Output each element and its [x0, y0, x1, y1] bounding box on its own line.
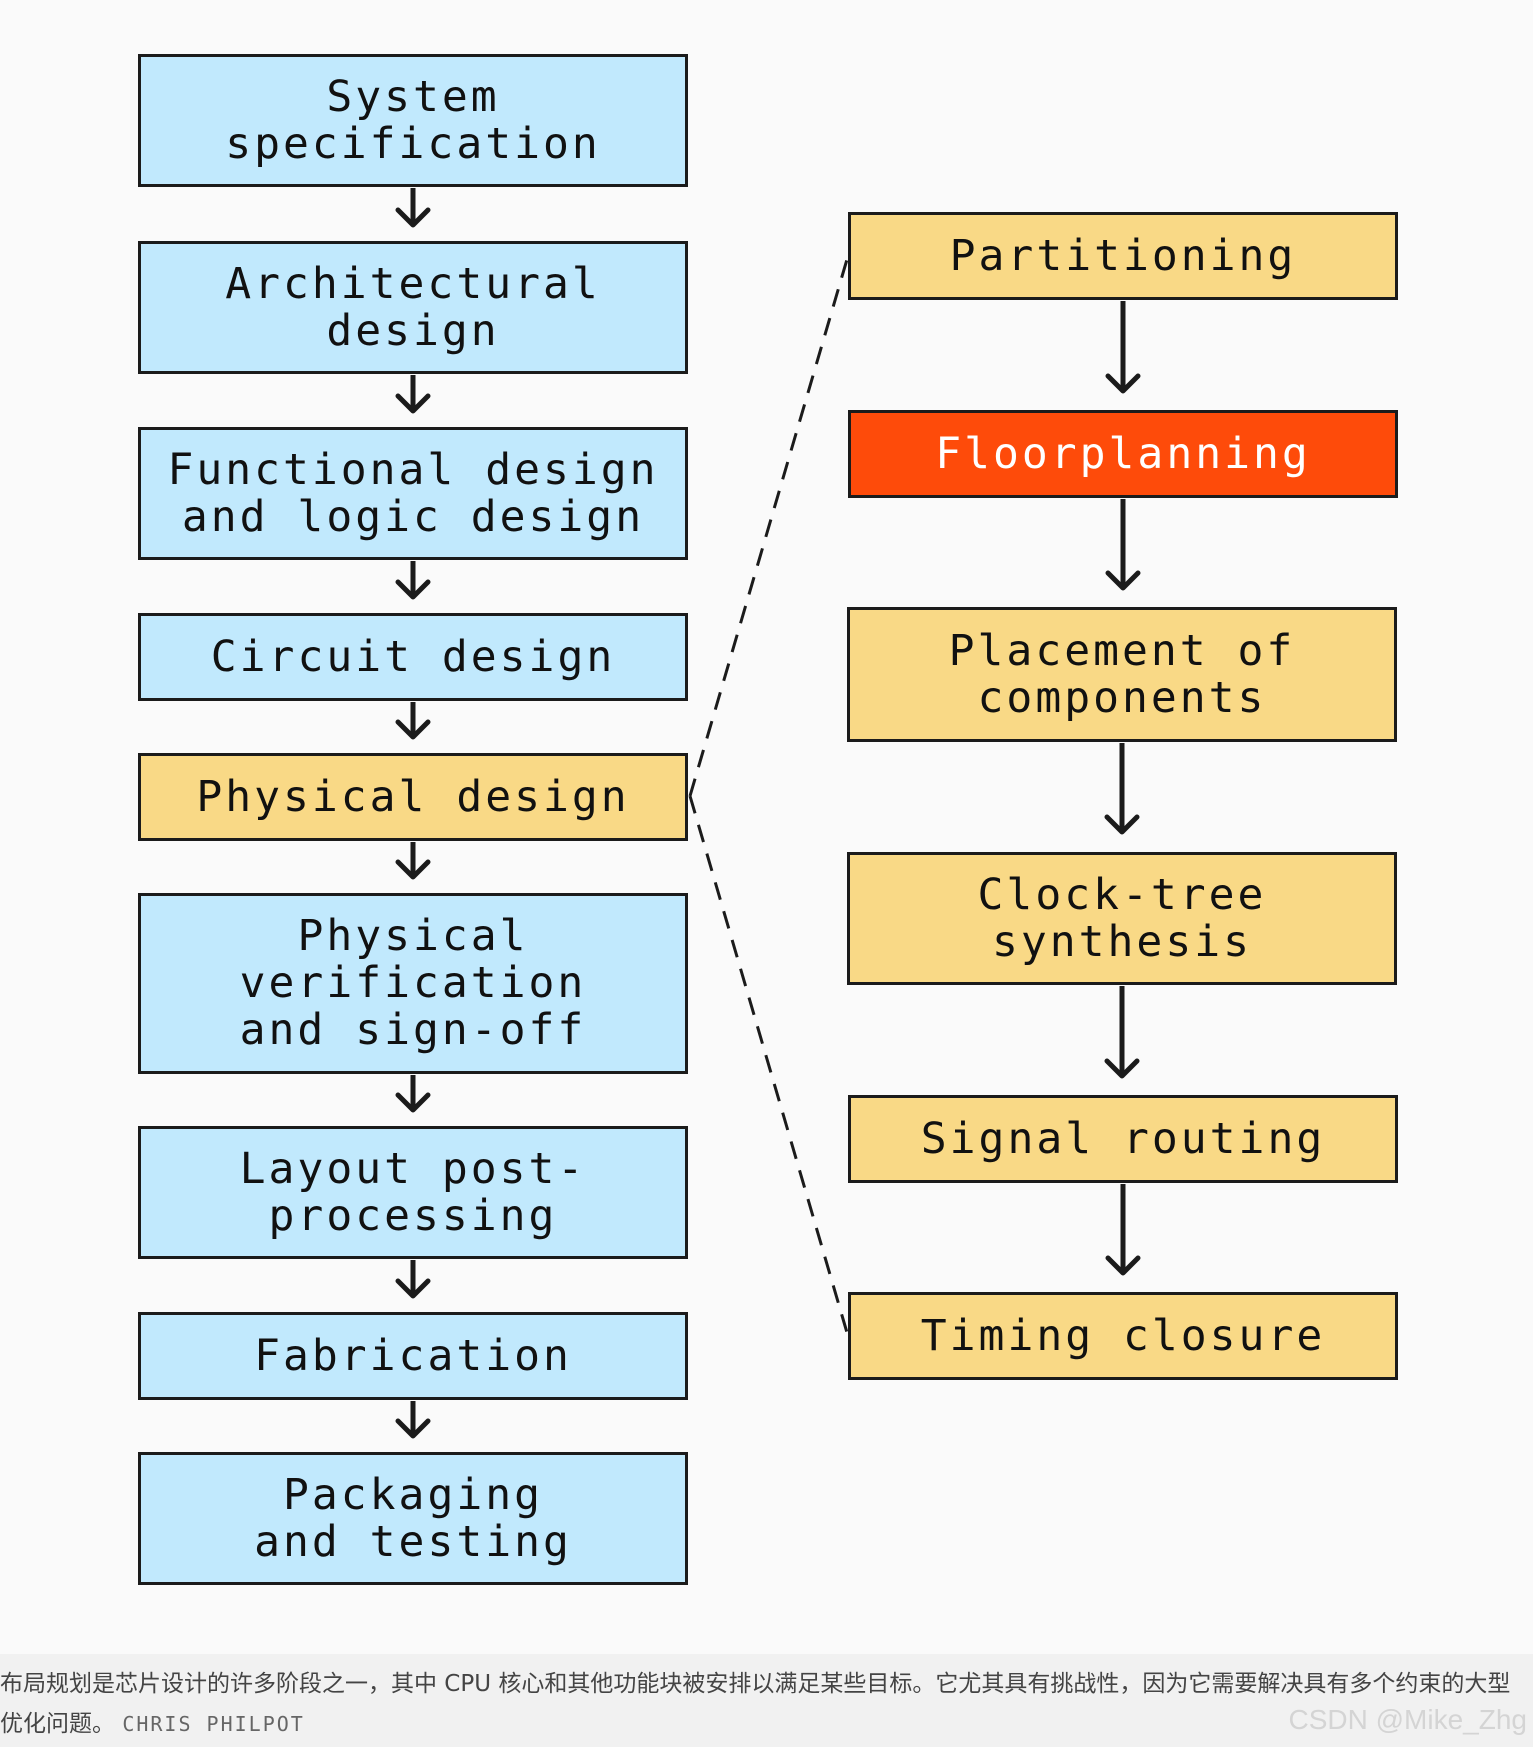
- left-arrow-4: [395, 702, 431, 740]
- step-physical-design: Physical design: [138, 753, 688, 841]
- right-arrow-4: [1104, 986, 1140, 1079]
- left-arrow-8: [395, 1401, 431, 1439]
- left-arrow-2: [395, 375, 431, 414]
- step-architectural-design: Architectural design: [138, 241, 688, 374]
- flow-diagram: System specification Architectural desig…: [138, 54, 1398, 1585]
- right-arrow-3: [1104, 743, 1140, 835]
- step-circuit-design: Circuit design: [138, 613, 688, 701]
- right-arrow-2: [1105, 499, 1141, 591]
- substep-signal-routing: Signal routing: [848, 1095, 1398, 1183]
- substep-floorplanning: Floorplanning: [848, 410, 1398, 498]
- step-physical-verification: Physical verification and sign-off: [138, 893, 688, 1074]
- left-arrow-6: [395, 1075, 431, 1113]
- left-arrow-1: [395, 188, 431, 228]
- expansion-line-top: [688, 255, 850, 797]
- left-arrow-3: [395, 561, 431, 600]
- right-arrow-1: [1105, 301, 1141, 394]
- step-fabrication: Fabrication: [138, 1312, 688, 1400]
- substep-placement: Placement of components: [847, 607, 1397, 742]
- left-arrow-7: [395, 1260, 431, 1299]
- watermark: CSDN @Mike_Zhg: [1288, 1704, 1527, 1735]
- figure-caption: 布局规划是芯片设计的许多阶段之一，其中 CPU 核心和其他功能块被安排以满足某些…: [0, 1654, 1533, 1747]
- substep-partitioning: Partitioning: [848, 212, 1398, 300]
- step-packaging-testing: Packaging and testing: [138, 1452, 688, 1585]
- caption-text: 布局规划是芯片设计的许多阶段之一，其中 CPU 核心和其他功能块被安排以满足某些…: [0, 1671, 1511, 1737]
- expansion-line-bottom: [688, 795, 850, 1337]
- connectors: [395, 188, 1141, 1439]
- right-arrow-5: [1105, 1184, 1141, 1276]
- substep-timing-closure: Timing closure: [848, 1292, 1398, 1380]
- step-layout-post-processing: Layout post- processing: [138, 1126, 688, 1259]
- left-arrow-5: [395, 842, 431, 880]
- step-functional-logic-design: Functional design and logic design: [138, 427, 688, 560]
- caption-credit: CHRIS PHILPOT: [122, 1712, 305, 1736]
- step-system-specification: System specification: [138, 54, 688, 187]
- substep-clock-tree-synthesis: Clock-tree synthesis: [847, 852, 1397, 985]
